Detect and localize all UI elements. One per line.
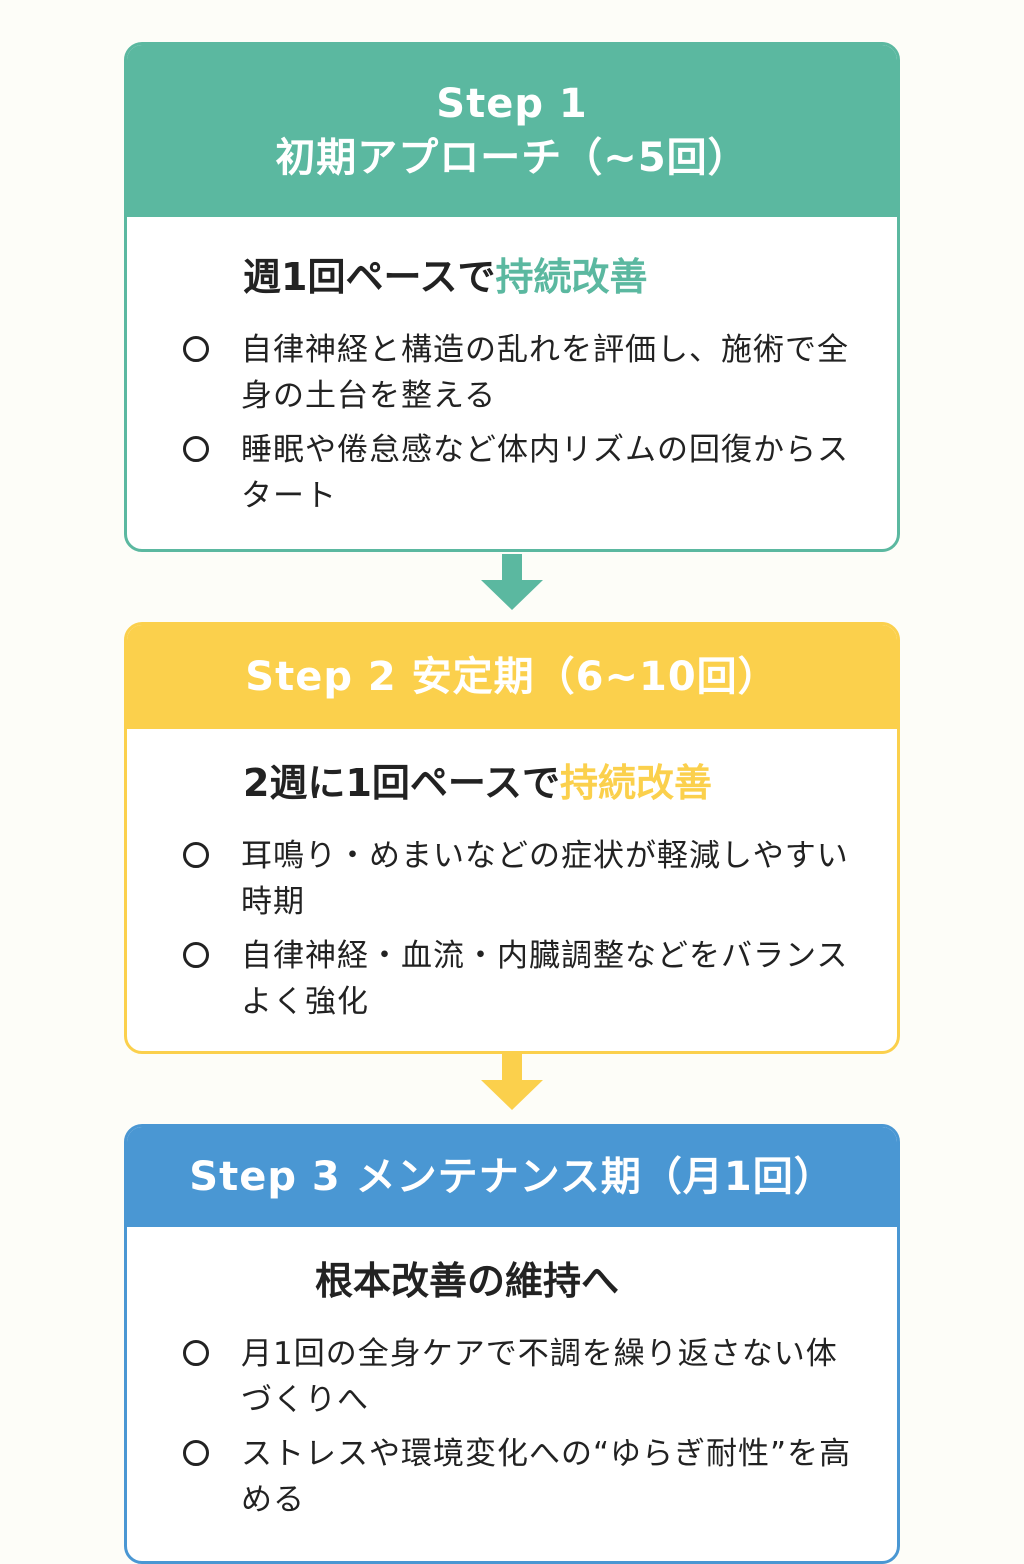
step3-bullet-1: 月1回の全身ケアで不調を繰り返さない体づくりへ bbox=[241, 1336, 838, 1418]
step1-header: Step 1 初期アプローチ（~5回） bbox=[127, 45, 897, 217]
step2-body: 2週に1回ペースで持続改善 耳鳴り・めまいなどの症状が軽減しやすい時期 自律神経… bbox=[127, 729, 897, 1025]
step1-body: 週1回ペースで持続改善 自律神経と構造の乱れを評価し、施術で全身の土台を整える … bbox=[127, 217, 897, 519]
step3-header: Step 3 メンテナンス期（月1回） bbox=[127, 1127, 897, 1227]
list-item: ストレスや環境変化への“ゆらぎ耐性”を高める bbox=[183, 1431, 857, 1523]
step1-subtitle-highlight: 持続改善 bbox=[495, 255, 648, 299]
list-item: 自律神経と構造の乱れを評価し、施術で全身の土台を整える bbox=[183, 327, 857, 419]
list-item: 耳鳴り・めまいなどの症状が軽減しやすい時期 bbox=[183, 833, 857, 925]
step3-body: 根本改善の維持へ 月1回の全身ケアで不調を繰り返さない体づくりへ ストレスや環境… bbox=[127, 1227, 897, 1523]
step1-subtitle: 週1回ペースで持続改善 bbox=[243, 245, 857, 309]
list-item: 月1回の全身ケアで不調を繰り返さない体づくりへ bbox=[183, 1331, 857, 1423]
step3-card: Step 3 メンテナンス期（月1回） 根本改善の維持へ 月1回の全身ケアで不調… bbox=[124, 1124, 900, 1564]
step1-card: Step 1 初期アプローチ（~5回） 週1回ペースで持続改善 自律神経と構造の… bbox=[124, 42, 900, 552]
arrow-down-icon bbox=[481, 1054, 543, 1110]
step2-card: Step 2 安定期（6~10回） 2週に1回ペースで持続改善 耳鳴り・めまいな… bbox=[124, 622, 900, 1054]
circle-bullet-icon bbox=[183, 942, 209, 968]
circle-bullet-icon bbox=[183, 336, 209, 362]
step2-header: Step 2 安定期（6~10回） bbox=[127, 625, 897, 729]
list-item: 睡眠や倦怠感など体内リズムの回復からスタート bbox=[183, 427, 857, 519]
step2-title: Step 2 安定期（6~10回） bbox=[245, 654, 779, 700]
step3-title: Step 3 メンテナンス期（月1回） bbox=[189, 1154, 835, 1200]
circle-bullet-icon bbox=[183, 842, 209, 868]
step1-title: Step 1 bbox=[436, 81, 588, 127]
step2-bullet-1: 耳鳴り・めまいなどの症状が軽減しやすい時期 bbox=[241, 838, 849, 920]
step1-bullet-1: 自律神経と構造の乱れを評価し、施術で全身の土台を整える bbox=[241, 332, 849, 414]
step1-subtitle-period: 初期アプローチ（~5回） bbox=[275, 135, 749, 181]
step1-bullet-2: 睡眠や倦怠感など体内リズムの回復からスタート bbox=[241, 432, 849, 514]
list-item: 自律神経・血流・内臓調整などをバランスよく強化 bbox=[183, 933, 857, 1025]
step2-subtitle-highlight: 持続改善 bbox=[559, 761, 712, 805]
step3-subtitle-prefix: 根本改善の維持へ bbox=[315, 1259, 620, 1303]
step3-subtitle: 根本改善の維持へ bbox=[315, 1249, 857, 1313]
step2-subtitle-prefix: 2週に1回ペースで bbox=[243, 761, 560, 805]
circle-bullet-icon bbox=[183, 1440, 209, 1466]
arrow-down-icon bbox=[481, 554, 543, 610]
step2-subtitle: 2週に1回ペースで持続改善 bbox=[243, 751, 857, 815]
circle-bullet-icon bbox=[183, 1340, 209, 1366]
step3-bullet-2: ストレスや環境変化への“ゆらぎ耐性”を高める bbox=[241, 1436, 852, 1518]
step1-subtitle-prefix: 週1回ペースで bbox=[243, 255, 496, 299]
step2-bullet-2: 自律神経・血流・内臓調整などをバランスよく強化 bbox=[241, 938, 849, 1020]
circle-bullet-icon bbox=[183, 436, 209, 462]
